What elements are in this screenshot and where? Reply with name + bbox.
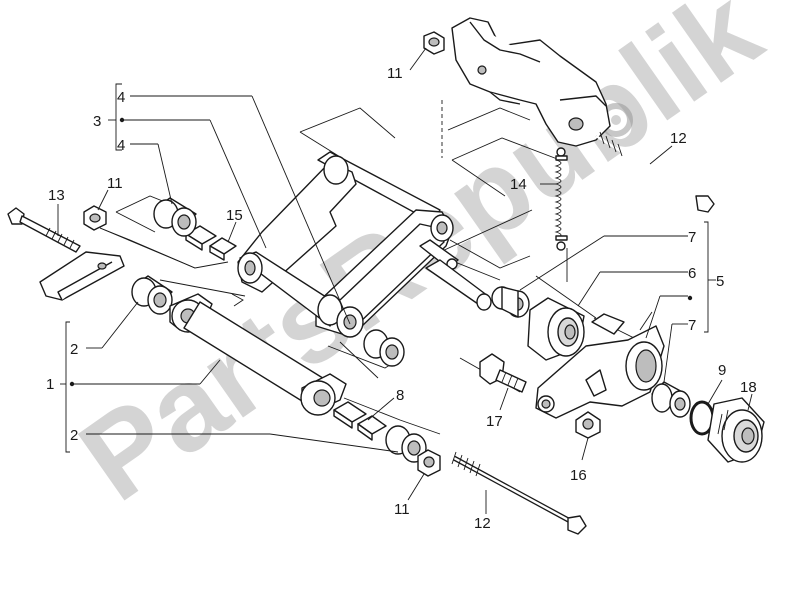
long-bolt-lower xyxy=(451,451,587,535)
bolt-13 xyxy=(7,207,81,253)
spacer-bush xyxy=(651,381,691,418)
long-bolt-upper xyxy=(595,131,715,213)
callout-13: 13 xyxy=(48,187,65,204)
callout-15: 15 xyxy=(226,207,243,224)
frame-bracket xyxy=(451,17,611,147)
bracket-dot-1 xyxy=(69,381,75,387)
callout-17: 17 xyxy=(486,413,503,430)
callout-labels: 1 2 2 3 4 4 5 6 7 7 8 9 11 11 11 12 12 1… xyxy=(46,65,757,532)
nut-left xyxy=(83,205,107,231)
nut-top xyxy=(423,31,445,55)
callout-8: 8 xyxy=(396,387,404,404)
callout-14: 14 xyxy=(510,176,527,193)
callout-2-upper: 2 xyxy=(70,341,78,358)
needle-bearings xyxy=(131,197,427,463)
bracket-dot-3 xyxy=(119,117,125,123)
callout-4-lower: 4 xyxy=(117,137,125,154)
nut-16 xyxy=(575,411,601,439)
bolt-17 xyxy=(479,353,527,393)
leader-lines xyxy=(57,47,753,514)
bearing-18 xyxy=(707,397,765,463)
bracket-housing xyxy=(535,313,665,419)
callout-11-left: 11 xyxy=(107,175,123,192)
nut-bottom xyxy=(417,449,441,477)
return-spring xyxy=(554,147,568,251)
callout-12-top: 12 xyxy=(670,130,687,147)
callout-7-upper: 7 xyxy=(688,229,696,246)
callout-12-bottom: 12 xyxy=(474,515,491,532)
rubber-bushing xyxy=(491,286,530,318)
callout-16: 16 xyxy=(570,467,587,484)
callout-7-lower: 7 xyxy=(688,317,696,334)
silent-block xyxy=(527,297,585,361)
callout-5: 5 xyxy=(716,273,724,290)
callout-2-lower: 2 xyxy=(70,427,78,444)
callout-11-top: 11 xyxy=(387,65,403,82)
swing-arm-link xyxy=(237,151,454,338)
callout-1: 1 xyxy=(46,376,54,393)
callout-11-bottom: 11 xyxy=(394,501,410,518)
bracket-dot-5 xyxy=(687,295,693,301)
callout-9: 9 xyxy=(718,362,726,379)
left-bracket-plate xyxy=(39,251,125,301)
callout-4-upper: 4 xyxy=(117,89,125,106)
callout-3: 3 xyxy=(93,113,101,130)
main-shaft xyxy=(169,293,347,416)
callout-6: 6 xyxy=(688,265,696,282)
callout-18: 18 xyxy=(740,379,757,396)
